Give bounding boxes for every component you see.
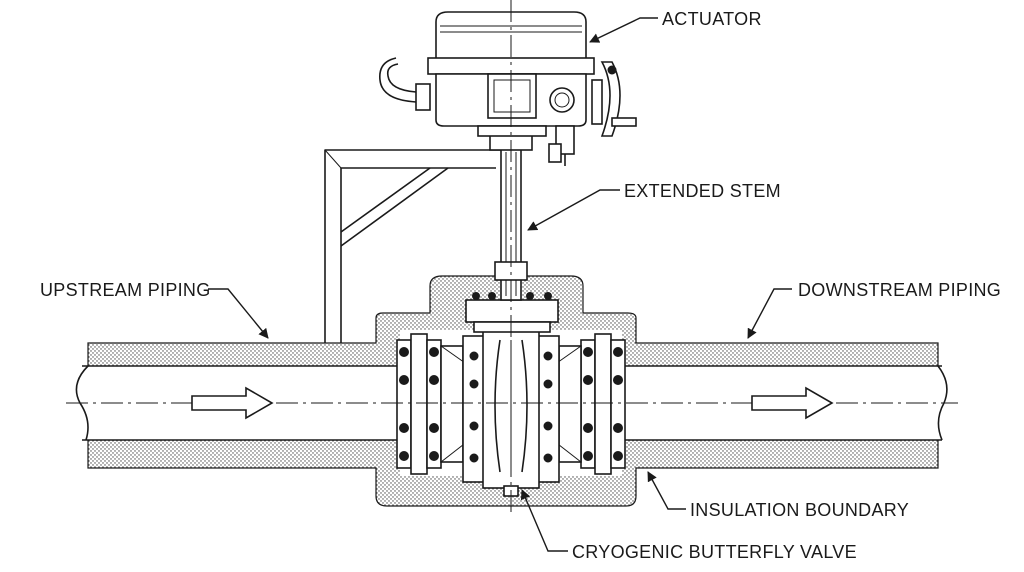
leader-valve bbox=[520, 489, 568, 552]
leader-extended-stem bbox=[527, 189, 620, 231]
actuator bbox=[379, 11, 637, 166]
valve-bonnet bbox=[465, 292, 559, 333]
leader-downstream-piping bbox=[747, 288, 792, 339]
leader-upstream-piping bbox=[208, 288, 269, 339]
left-flange bbox=[396, 333, 469, 475]
flow-arrow-downstream bbox=[751, 386, 834, 420]
right-flange bbox=[553, 333, 626, 475]
leader-actuator bbox=[589, 17, 658, 43]
support-bracket bbox=[324, 149, 510, 343]
label-downstream-piping: DOWNSTREAM PIPING bbox=[798, 280, 1001, 300]
label-insulation-boundary: INSULATION BOUNDARY bbox=[690, 500, 909, 520]
leader-insulation-boundary bbox=[647, 471, 686, 510]
label-valve: CRYOGENIC BUTTERFLY VALVE bbox=[572, 542, 857, 562]
label-upstream-piping: UPSTREAM PIPING bbox=[40, 280, 211, 300]
label-extended-stem: EXTENDED STEM bbox=[624, 181, 781, 201]
label-actuator: ACTUATOR bbox=[662, 9, 762, 29]
flow-arrow-upstream bbox=[191, 386, 274, 420]
